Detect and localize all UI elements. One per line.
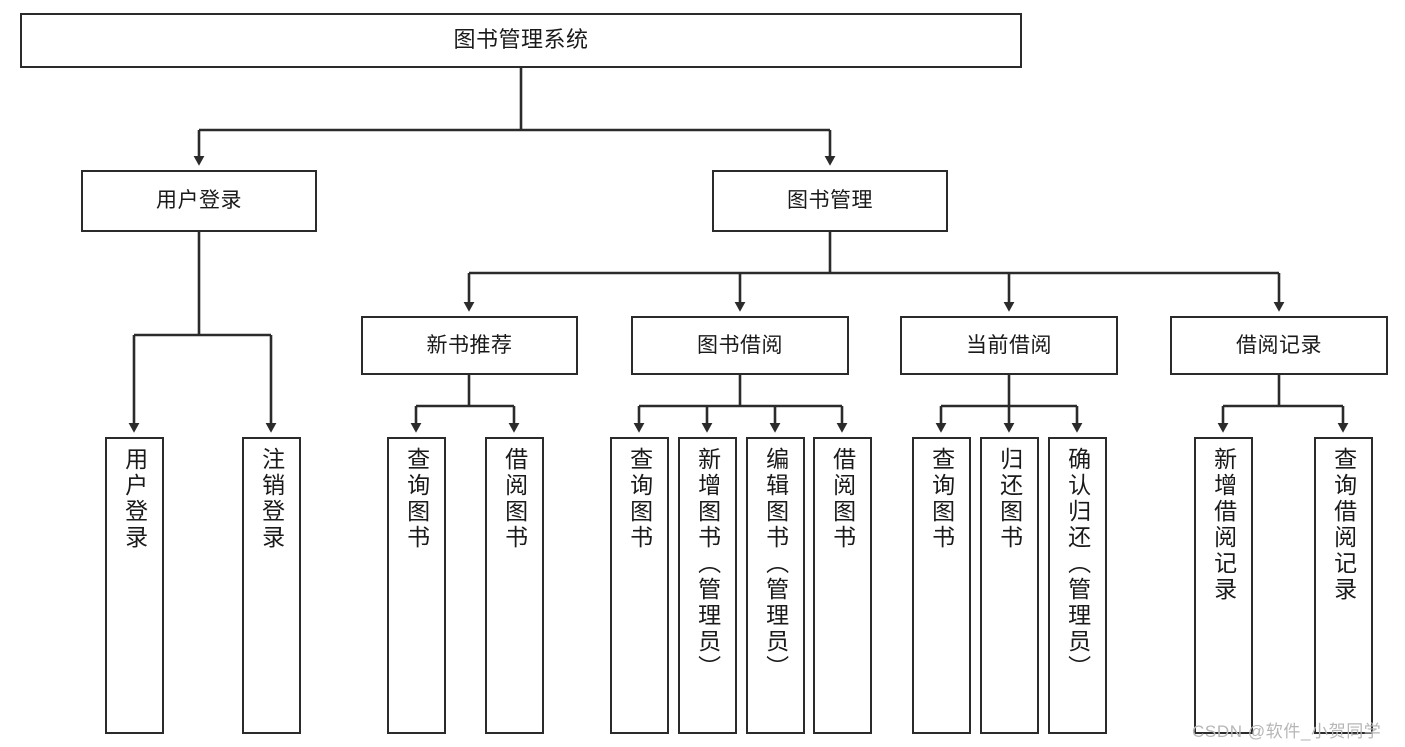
node-label: 借阅图书 [501,447,528,551]
node-label: 编辑图书（管理员） [762,447,789,681]
node-label: 图书管理 [787,189,873,213]
leaf-confirm-return-admin[interactable]: 确认归还（管理员） [1048,437,1107,734]
leaf-query-book-borrow[interactable]: 查询图书 [610,437,669,734]
csdn-watermark: CSDN @软件_小贺同学 [1192,722,1382,741]
leaf-query-book-current[interactable]: 查询图书 [912,437,971,734]
node-label: 用户登录 [156,189,242,213]
node-root-book-management-system[interactable]: 图书管理系统 [20,13,1022,68]
leaf-add-borrow-record[interactable]: 新增借阅记录 [1194,437,1253,734]
leaf-logout-login[interactable]: 注销登录 [242,437,301,734]
node-label: 借阅记录 [1236,333,1322,357]
leaf-add-book-admin[interactable]: 新增图书（管理员） [678,437,737,734]
node-book-borrow[interactable]: 图书借阅 [631,316,849,375]
node-label: 查询图书 [403,447,430,551]
node-new-book-recommend[interactable]: 新书推荐 [361,316,578,375]
node-borrow-record[interactable]: 借阅记录 [1170,316,1388,375]
node-label: 新书推荐 [426,333,513,357]
leaf-edit-book-admin[interactable]: 编辑图书（管理员） [746,437,805,734]
node-label: 查询图书 [626,447,653,551]
node-label: 图书借阅 [697,333,783,357]
node-user-login[interactable]: 用户登录 [81,170,317,232]
leaf-query-book-recommend[interactable]: 查询图书 [387,437,446,734]
node-label: 归还图书 [996,447,1023,551]
node-label: 借阅图书 [829,447,856,551]
node-label: 新增借阅记录 [1210,447,1237,603]
node-label: 注销登录 [258,447,285,551]
leaf-query-borrow-record[interactable]: 查询借阅记录 [1314,437,1373,734]
node-label: 用户登录 [121,447,148,551]
node-label: 新增图书（管理员） [694,447,721,681]
leaf-borrow-book[interactable]: 借阅图书 [813,437,872,734]
node-label: 确认归还（管理员） [1064,447,1091,681]
node-current-borrow[interactable]: 当前借阅 [900,316,1118,375]
node-book-management[interactable]: 图书管理 [712,170,948,232]
leaf-user-login[interactable]: 用户登录 [105,437,164,734]
node-label: 查询借阅记录 [1330,447,1357,603]
node-label: 图书管理系统 [453,27,589,53]
leaf-return-book[interactable]: 归还图书 [980,437,1039,734]
node-label: 查询图书 [928,447,955,551]
node-label: 当前借阅 [966,333,1052,357]
leaf-borrow-book-recommend[interactable]: 借阅图书 [485,437,544,734]
